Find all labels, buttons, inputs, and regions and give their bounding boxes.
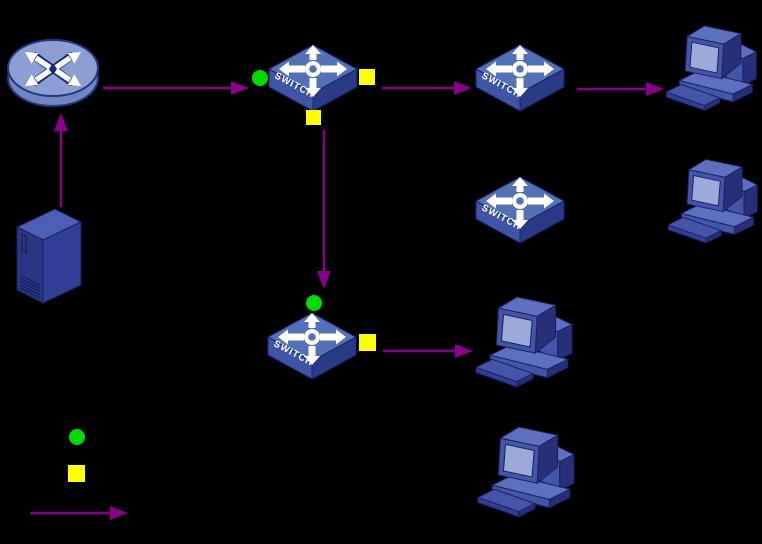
legend-direction-arrow bbox=[30, 506, 128, 520]
legend-yellow-square bbox=[68, 465, 85, 482]
link-switch2-pc1 bbox=[577, 82, 664, 96]
server-tower-icon bbox=[14, 205, 84, 307]
router-icon bbox=[6, 37, 100, 109]
switch-2-icon: SWITCH bbox=[474, 44, 566, 112]
server-vents bbox=[19, 274, 41, 299]
server-drive-slot bbox=[21, 233, 27, 254]
yellow-indicator-switch1-right bbox=[359, 69, 375, 85]
switch-4-icon: SWITCH bbox=[266, 312, 358, 380]
switch-3-icon: SWITCH bbox=[474, 176, 566, 244]
switch-arrows-glyph bbox=[486, 177, 554, 229]
legend-green-dot bbox=[69, 429, 85, 445]
green-indicator-switch4 bbox=[306, 295, 322, 311]
monitor-screen bbox=[500, 313, 533, 348]
switch-arrows-glyph bbox=[278, 313, 346, 365]
link-server-router bbox=[54, 113, 68, 207]
pc-3-icon bbox=[474, 296, 580, 394]
switch-arrows-glyph bbox=[279, 45, 347, 97]
monitor-screen bbox=[502, 443, 535, 478]
switch-arrows-glyph bbox=[486, 45, 554, 97]
yellow-indicator-switch1-bottom bbox=[306, 110, 321, 125]
switch-1-icon: SWITCH bbox=[267, 44, 359, 112]
pc-4-icon bbox=[476, 426, 582, 524]
yellow-indicator-switch4-right bbox=[359, 334, 376, 351]
monitor-screen bbox=[689, 41, 720, 74]
pc-2-icon bbox=[668, 158, 762, 250]
monitor-screen bbox=[691, 174, 721, 207]
link-switch1-switch2 bbox=[382, 81, 472, 95]
green-indicator-switch1 bbox=[252, 70, 268, 86]
link-router-switch1 bbox=[103, 81, 249, 95]
pc-1-icon bbox=[666, 24, 762, 118]
link-switch1-switch4 bbox=[317, 130, 331, 289]
router-arrows-glyph bbox=[25, 52, 81, 86]
link-switch4-pc3 bbox=[383, 344, 473, 358]
